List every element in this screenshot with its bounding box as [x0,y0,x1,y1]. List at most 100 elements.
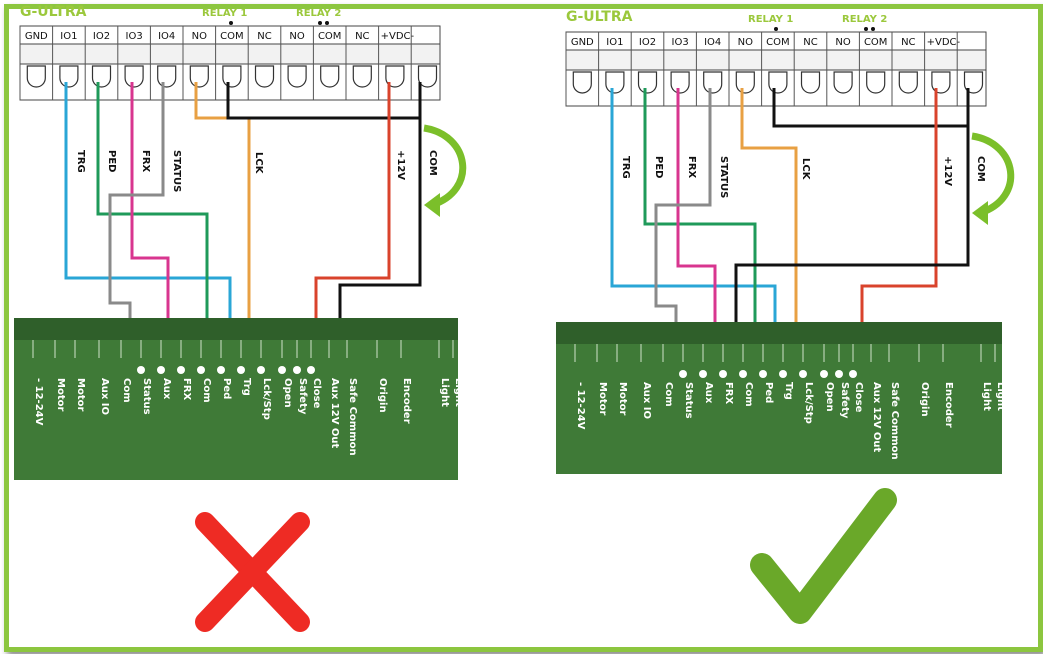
board-terminal-label: Com [201,378,212,403]
controller-board [14,318,458,480]
terminal-label: +VDC- [927,37,961,48]
board-terminal-label: Encoder [401,378,412,424]
board-terminal-label: Com [121,378,132,403]
terminal-label: COM [766,37,789,48]
board-terminal-label: Aux [161,378,172,400]
board-terminal-label: Aux IO [641,382,652,419]
board-terminal-label: Light [439,378,450,407]
terminal-screw [735,71,755,94]
terminal-label: COM [864,37,887,48]
board-terminal-label: Status [141,378,152,415]
board-terminal-label: Close [853,382,864,413]
terminal-screw [189,65,209,88]
board-terminal-label: Safety [839,382,850,419]
terminal-screw [963,71,984,94]
wire-label-com: COM [427,150,438,176]
terminal-screw [931,71,951,94]
board-terminal-label: Origin [377,378,388,413]
terminal-label: NO [192,31,207,42]
board-terminal-label: FRX [181,378,192,401]
wire-label-ped: PED [653,156,664,178]
board-terminal-label: Com [743,382,754,407]
board-terminal-label: Trg [241,378,252,396]
terminal-screw [898,71,918,94]
board-terminal-label: Light [981,382,992,411]
terminal-screw [320,65,340,88]
terminal-screw [124,65,144,88]
board-terminal-label: Light [995,382,1006,411]
controller-board [556,322,1002,474]
terminal-label: COM [318,31,341,42]
wire-label-lck: LCK [800,158,811,181]
wrong-cross-icon [195,512,310,632]
terminal-screw [637,71,658,94]
wire-label-status: STATUS [718,156,729,198]
terminal-screw [417,65,438,88]
board-terminal-label: Trg [783,382,794,400]
wire-label-status: STATUS [171,150,182,192]
board-terminal-label: Open [282,378,293,408]
board-terminal-label: Open [824,382,835,412]
board-terminal-label: Lck/Stp [803,382,814,424]
terminal-screw [866,71,886,94]
terminal-label: GND [571,37,594,48]
terminal-label: NO [738,37,753,48]
wire-label-frx: FRX [140,150,151,173]
wire-label-lck: LCK [253,152,264,175]
board-terminal-label: Light [453,378,464,407]
board-terminal-label: - 12-24V [575,382,586,430]
terminal-screw [385,65,405,88]
relay1-label: RELAY 1 [202,8,247,19]
board-terminal-label: FRX [723,382,734,405]
terminal-screw [605,71,625,94]
board-terminal-label: - 12-24V [33,378,44,426]
terminal-label: IO1 [60,31,77,42]
board-terminal-label: Safe Common [889,382,900,460]
terminal-label: COM [220,31,243,42]
wire-label-ped: PED [106,150,117,172]
board-terminal-label: Motor [75,378,86,411]
board-terminal-label: Aux 12V Out [329,378,340,449]
terminal-screw [254,65,275,88]
correct-check-icon [750,488,897,624]
board-terminal-label: Aux 12V Out [871,382,882,453]
brand-label: G-ULTRA [566,9,633,25]
terminal-screw [222,65,242,88]
wire-label-12v: +12V [395,150,406,180]
terminal-label: NC [901,37,915,48]
board-terminal-label: Safe Common [347,378,358,456]
wrong-wiring-panel: G-ULTRA RELAY 1 RELAY 2 GND IO1 IO2 IO3 IO4 N… [14,4,467,632]
board-terminal-label: Aux [703,382,714,404]
wire-label-frx: FRX [686,156,697,179]
terminal-screw [572,71,592,94]
board-terminal-label: Origin [919,382,930,417]
terminal-label: GND [25,31,48,42]
terminal-screw [768,71,788,94]
relay2-label: RELAY 2 [296,8,341,19]
terminal-label: +VDC- [381,31,415,42]
terminal-label: IO1 [606,37,623,48]
board-terminal-label: Status [683,382,694,419]
terminal-label: IO4 [158,31,175,42]
brand-label: G-ULTRA [20,4,87,20]
terminal-label: IO3 [126,31,143,42]
terminal-label: IO2 [639,37,656,48]
relay1-label: RELAY 1 [748,14,793,25]
terminal-screw [59,65,79,88]
board-terminal-label: Motor [55,378,66,411]
terminal-screw [287,65,307,88]
relay2-label: RELAY 2 [842,14,887,25]
terminal-label: NO [835,37,850,48]
terminal-label: IO2 [93,31,110,42]
board-terminal-label: Ped [221,378,232,399]
board-terminal-label: Motor [597,382,608,415]
wire-label-com: COM [975,156,986,182]
board-terminal-label: Ped [763,382,774,403]
terminal-screw [833,71,853,94]
terminal-label: IO4 [704,37,721,48]
wire-label-trg: TRG [75,150,86,173]
terminal-label: NC [257,31,271,42]
board-terminal-label: Close [311,378,322,409]
